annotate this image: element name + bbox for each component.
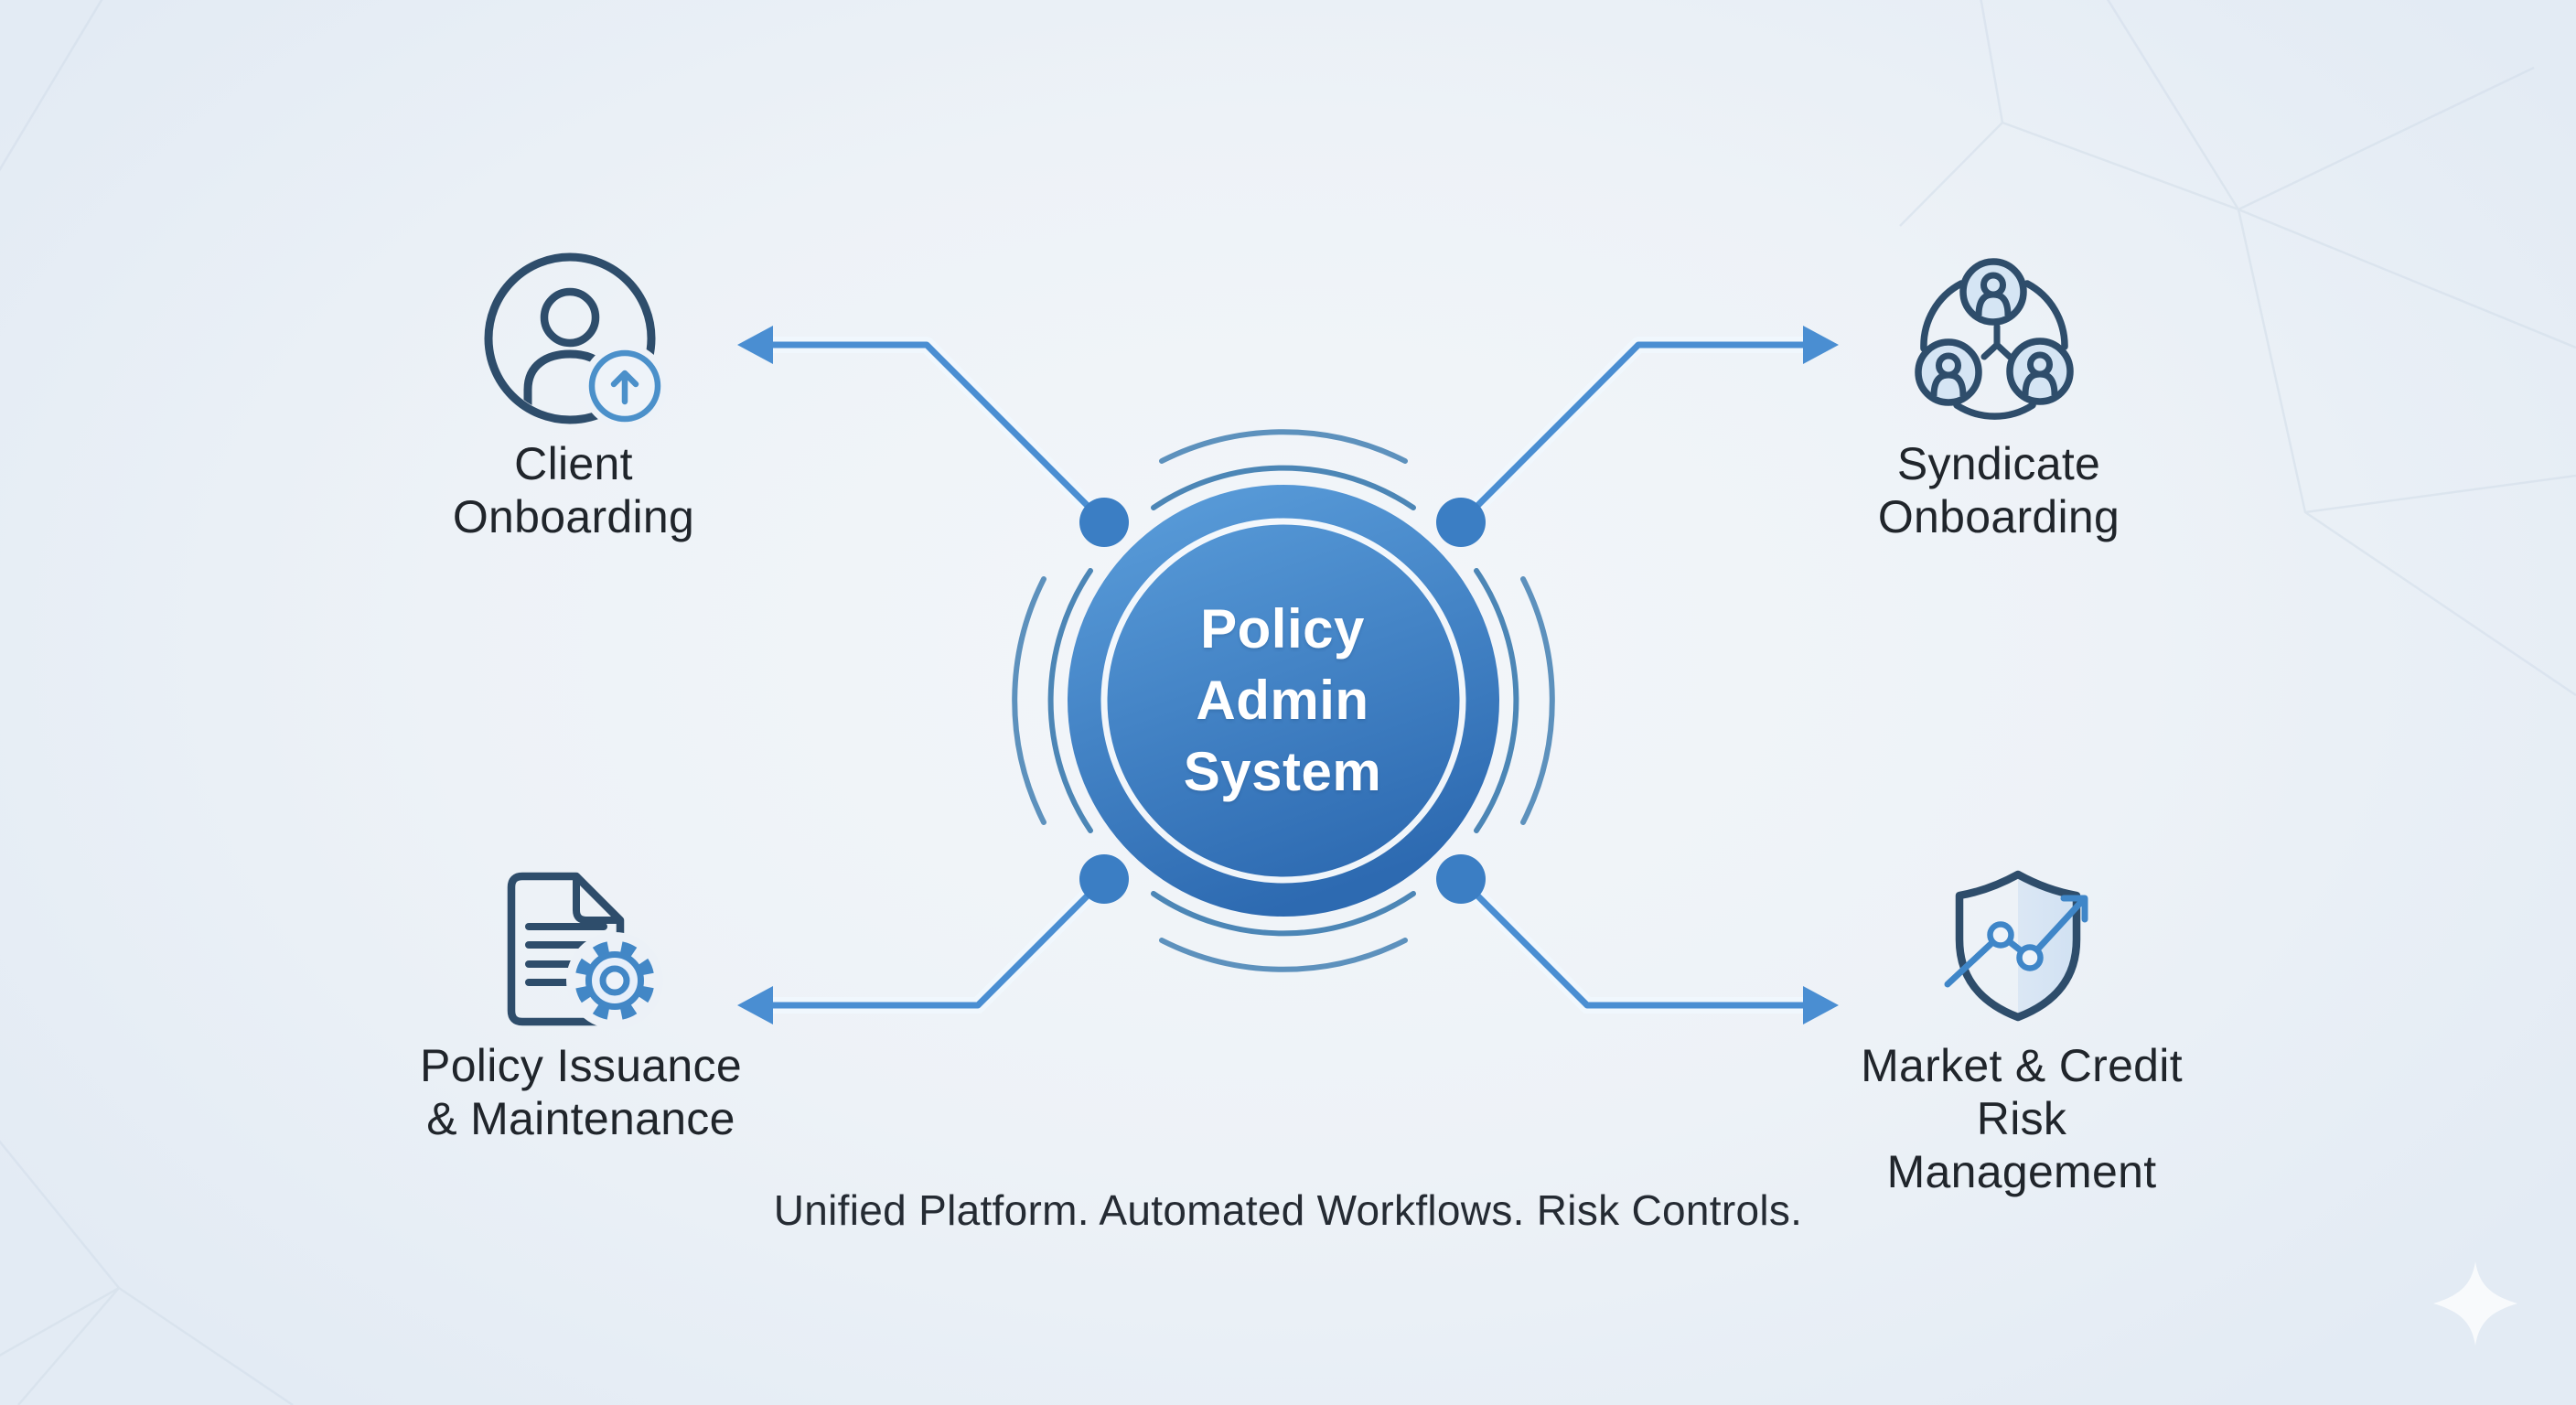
label-line: Syndicate [1896,438,2101,489]
node-market-credit-risk: Market & Credit Risk Management [1839,855,2205,1197]
trend-node-1 [1987,921,2014,949]
label-line: Risk Management [1886,1093,2157,1197]
center-node-title: Policy Admin System [1054,472,1511,929]
connector-top-right [1457,341,1810,526]
trend-arrowhead [2060,895,2088,923]
hub-dot-top-left [1079,498,1129,547]
hub-dot-bottom-left [1079,854,1129,904]
node-client-onboarding: Client Onboarding [391,238,757,567]
person-bottom-right [2010,341,2070,402]
inner-arc-ring [1047,465,1519,937]
team-network-icon [1905,245,2088,433]
hub-dot-bottom-right [1436,854,1486,904]
node-label-syndicate-onboarding: Syndicate Onboarding [1816,437,2182,543]
tagline-text: Unified Platform. Automated Workflows. R… [773,1186,1803,1234]
label-line: & Maintenance [426,1093,735,1144]
outer-arc-ring [1012,429,1555,972]
trend-node-2 [2016,944,2044,971]
gear-hole [599,965,630,996]
team-arcs [1920,280,2068,420]
center-circle-inner-ring [1100,518,1466,884]
person-top [1963,262,2023,322]
user-upload-icon [476,245,668,442]
arrowhead-top-left [737,326,773,364]
node-label-market-credit-risk: Market & Credit Risk Management [1839,1039,2205,1198]
connector-top-left [767,341,1108,526]
center-title-line-2: Admin [1196,670,1369,731]
label-line: Onboarding [1877,491,2120,542]
center-title-line-3: System [1183,741,1382,802]
user-head [540,287,600,348]
connector-bottom-right [1457,875,1807,1009]
upload-arrow-icon [610,370,639,405]
node-syndicate-onboarding: Syndicate Onboarding [1816,238,2182,567]
label-line: Onboarding [452,491,695,542]
user-circle-outline [484,252,656,424]
node-label-policy-issuance: Policy Issuance & Maintenance [398,1039,764,1145]
shield-growth-icon [1942,863,2125,1050]
upload-badge-halo [582,343,668,429]
label-line: Policy Issuance [420,1040,742,1091]
center-title-line-1: Policy [1200,598,1365,660]
label-line: Client [514,438,633,489]
document-fold [573,876,620,924]
document-gear-icon [492,863,675,1050]
arrowhead-top-right [1803,326,1839,364]
arrowhead-bottom-left [737,986,773,1024]
trend-line [1944,896,2087,988]
arrowhead-bottom-right [1803,986,1839,1024]
center-hub-graphic [1012,429,1555,972]
person-bottom-left [1918,342,1979,402]
node-policy-issuance: Policy Issuance & Maintenance [398,855,764,1185]
hub-dot-top-right [1436,498,1486,547]
node-label-client-onboarding: Client Onboarding [391,437,757,543]
gear-teeth [574,940,655,1021]
center-circle [1068,485,1499,917]
sparkle-decoration [2433,1261,2517,1346]
label-line: Market & Credit [1861,1040,2183,1091]
connectors [737,326,1839,1024]
connector-bottom-left [769,875,1108,1009]
team-link-lines [1980,323,2013,360]
